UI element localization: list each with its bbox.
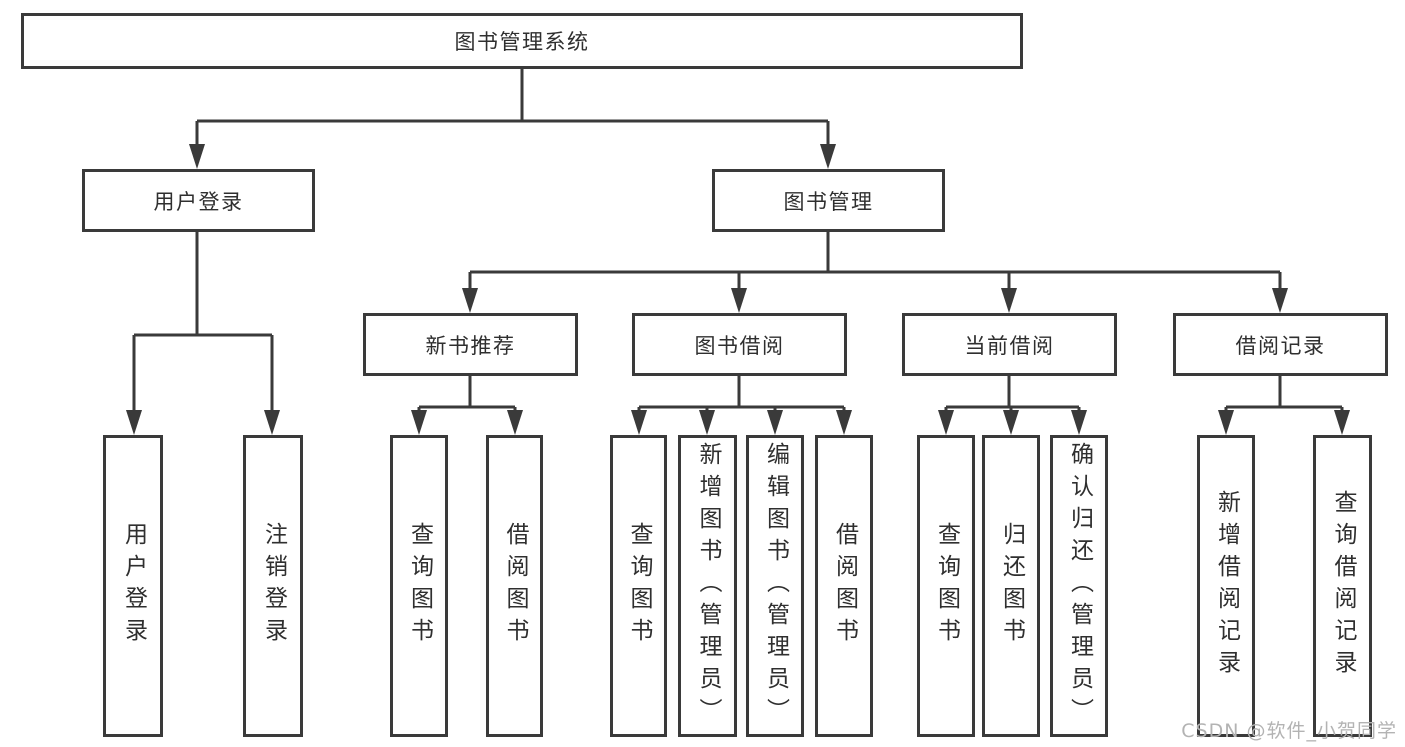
leaf-borrow-books: 借阅图书 (815, 435, 873, 737)
leaf-recommend-query-books-label: 查询图书 (406, 522, 433, 650)
leaf-current-query-books-label: 查询图书 (933, 522, 960, 650)
leaf-current-query-books: 查询图书 (917, 435, 975, 737)
leaf-borrow-books-label: 借阅图书 (831, 522, 858, 650)
leaf-recommend-query-books: 查询图书 (390, 435, 448, 737)
leaf-return-books-label: 归还图书 (998, 522, 1025, 650)
leaf-recommend-borrow-books-label: 借阅图书 (502, 522, 528, 650)
leaf-add-borrow-record-label: 新增借阅记录 (1213, 490, 1240, 682)
group-current-borrow-label: 当前借阅 (964, 333, 1055, 358)
group-borrow-records-label: 借阅记录 (1235, 333, 1326, 358)
leaf-borrow-query-books-label: 查询图书 (626, 522, 652, 650)
leaf-confirm-return-admin-label: 确认归还（管理员） (1066, 442, 1093, 730)
watermark: CSDN @软件_小贺同学 (1181, 720, 1397, 742)
root-node-label: 图书管理系统 (454, 30, 590, 54)
arrowheads (126, 144, 1350, 435)
leaf-confirm-return-admin: 确认归还（管理员） (1050, 435, 1108, 737)
leaf-logout: 注销登录 (243, 435, 303, 737)
leaf-add-books-admin-label: 新增图书（管理员） (695, 442, 721, 730)
branch-user-login-label: 用户登录 (153, 189, 244, 214)
leaf-edit-books-admin: 编辑图书（管理员） (746, 435, 804, 737)
leaf-recommend-borrow-books: 借阅图书 (486, 435, 543, 737)
branch-book-management: 图书管理 (712, 169, 945, 232)
branch-user-login: 用户登录 (82, 169, 315, 232)
branch-book-management-label: 图书管理 (783, 189, 874, 214)
group-book-borrow-label: 图书借阅 (694, 333, 785, 358)
leaf-add-borrow-record: 新增借阅记录 (1197, 435, 1255, 737)
group-new-book-recommend: 新书推荐 (363, 313, 578, 376)
leaf-query-borrow-record: 查询借阅记录 (1313, 435, 1372, 737)
leaf-edit-books-admin-label: 编辑图书（管理员） (762, 442, 789, 730)
leaf-add-books-admin: 新增图书（管理员） (678, 435, 737, 737)
group-book-borrow: 图书借阅 (632, 313, 847, 376)
group-new-book-recommend-label: 新书推荐 (425, 333, 516, 358)
leaf-borrow-query-books: 查询图书 (610, 435, 667, 737)
leaf-logout-label: 注销登录 (260, 522, 287, 650)
leaf-user-login-label: 用户登录 (120, 522, 147, 650)
leaf-return-books: 归还图书 (982, 435, 1040, 737)
leaf-user-login: 用户登录 (103, 435, 163, 737)
group-current-borrow: 当前借阅 (902, 313, 1117, 376)
group-borrow-records: 借阅记录 (1173, 313, 1388, 376)
leaf-query-borrow-record-label: 查询借阅记录 (1330, 490, 1356, 682)
root-node: 图书管理系统 (21, 13, 1023, 69)
